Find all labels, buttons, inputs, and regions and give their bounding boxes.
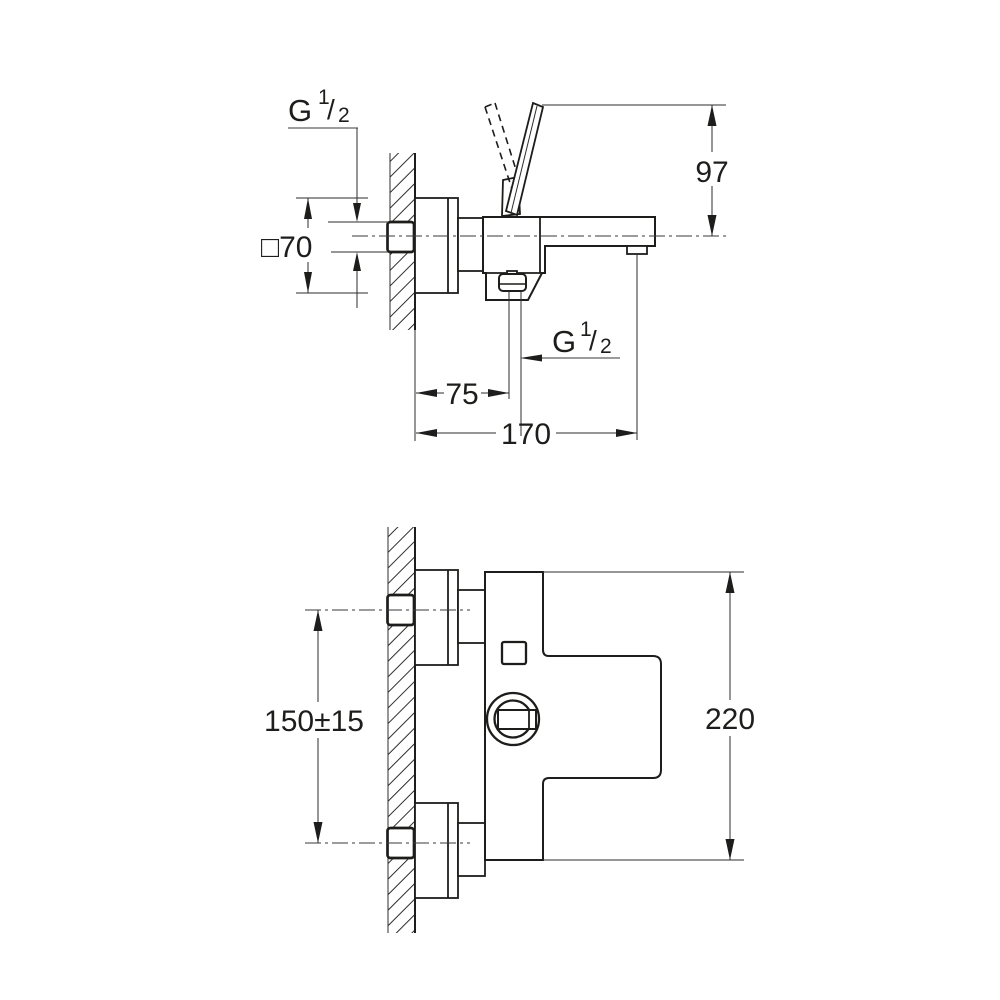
svg-text:1: 1 <box>580 318 592 341</box>
temperature-knob <box>485 691 541 747</box>
dimension-flange-70: □70 <box>259 197 368 294</box>
dimension-150-label: 150±15 <box>264 705 364 738</box>
wall-hatch-front <box>387 527 416 933</box>
dimension-220: 220 <box>543 571 762 861</box>
side-view: 97 G 1 / 2 □70 <box>259 86 732 451</box>
dimension-97: 97 <box>542 104 732 236</box>
dimension-75: 75 <box>416 378 509 411</box>
diverter-button <box>500 640 528 666</box>
union-top <box>386 569 486 666</box>
union-stub <box>457 217 484 272</box>
union-bottom <box>386 802 486 899</box>
thread-label-wall: G 1 / 2 <box>288 86 389 308</box>
svg-text:/: / <box>589 325 597 356</box>
shower-outlet-fitting <box>498 270 527 292</box>
dimension-170-label: 170 <box>501 418 551 451</box>
dimension-150: 150±15 <box>254 610 374 843</box>
lever-handle <box>504 101 545 217</box>
svg-text:G: G <box>552 324 576 359</box>
svg-text:G: G <box>288 93 312 128</box>
svg-text:2: 2 <box>338 104 350 127</box>
dimension-97-label: 97 <box>695 156 728 189</box>
dimension-75-label: 75 <box>445 378 478 411</box>
spout-aerator <box>626 245 648 255</box>
wall-union-nut <box>386 220 416 254</box>
mixer-body-front <box>484 571 662 861</box>
svg-text:1: 1 <box>318 86 330 109</box>
thread-label-outlet: G 1 / 2 <box>520 318 620 362</box>
svg-text:2: 2 <box>600 335 612 358</box>
dimension-220-label: 220 <box>705 703 755 736</box>
front-view: 150±15 220 <box>254 527 762 933</box>
svg-text:/: / <box>327 94 335 125</box>
wall-hatch <box>389 153 416 441</box>
dimension-70-label: □70 <box>261 231 313 264</box>
wall-union-escutcheon <box>414 197 459 294</box>
dimension-170: 170 <box>416 254 638 451</box>
